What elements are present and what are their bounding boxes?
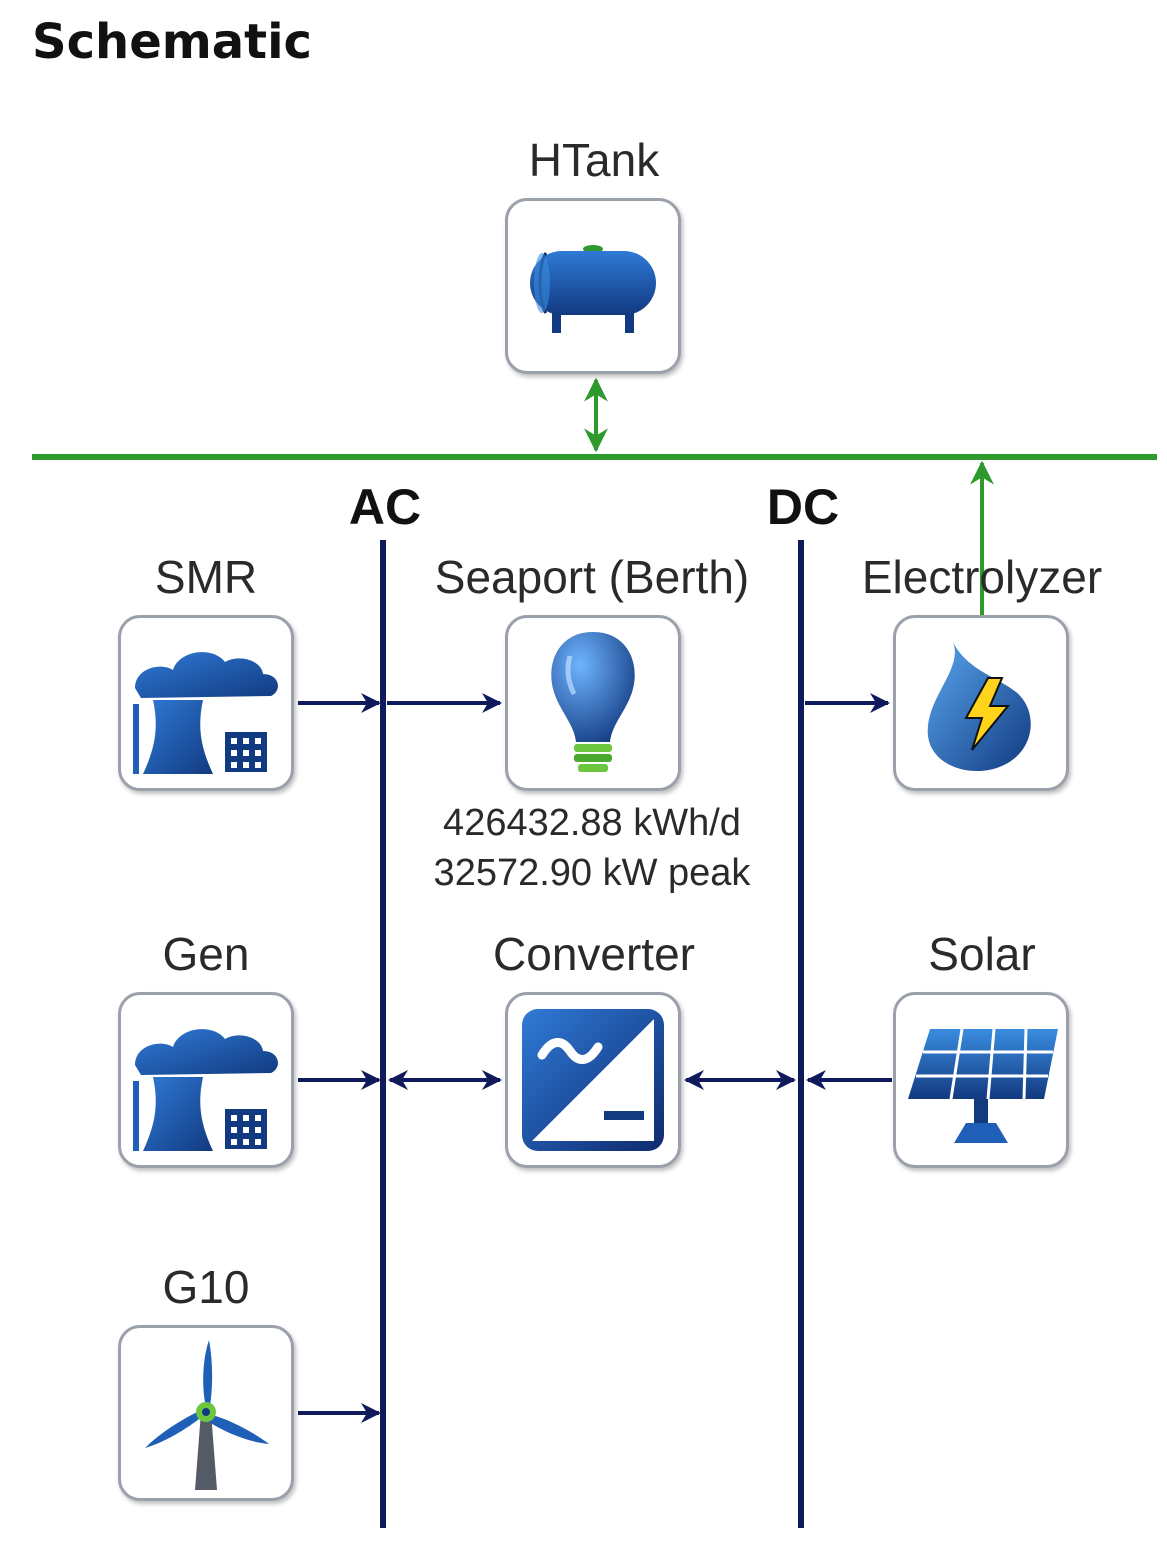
- seaport-peak-load: 32572.90 kW peak: [433, 852, 751, 894]
- light-bulb-icon: [551, 632, 635, 772]
- hydrogen-tank-icon: [530, 245, 656, 333]
- gen-label: Gen: [162, 928, 250, 980]
- solar-component[interactable]: [893, 992, 1069, 1168]
- g10-component[interactable]: [118, 1325, 294, 1501]
- ac-bus-label: AC: [348, 479, 422, 535]
- electrolyzer-component[interactable]: [893, 615, 1069, 791]
- seaport-label: Seaport (Berth): [434, 551, 750, 603]
- power-plant-icon: [133, 652, 278, 774]
- seaport-load-summary: 426432.88 kWh/d 32572.90 kW peak: [434, 798, 751, 898]
- smr-component[interactable]: [118, 615, 294, 791]
- ac-dc-converter-icon: [522, 1009, 664, 1151]
- power-plant-icon: [133, 1029, 278, 1151]
- seaport-load-component[interactable]: [505, 615, 681, 791]
- converter-label: Converter: [493, 928, 695, 980]
- g10-label: G10: [162, 1261, 250, 1313]
- electrolyzer-label: Electrolyzer: [861, 551, 1103, 603]
- htank-component[interactable]: [505, 198, 681, 374]
- solar-label: Solar: [928, 928, 1036, 980]
- htank-label: HTank: [528, 134, 660, 186]
- converter-component[interactable]: [505, 992, 681, 1168]
- wind-turbine-icon: [145, 1340, 269, 1490]
- dc-bus-label: DC: [766, 479, 840, 535]
- gen-component[interactable]: [118, 992, 294, 1168]
- solar-panel-icon: [908, 1028, 1058, 1143]
- smr-label: SMR: [154, 551, 258, 603]
- water-drop-lightning-icon: [927, 640, 1031, 772]
- seaport-daily-load: 426432.88 kWh/d: [443, 802, 741, 844]
- page-title: Schematic: [32, 14, 313, 70]
